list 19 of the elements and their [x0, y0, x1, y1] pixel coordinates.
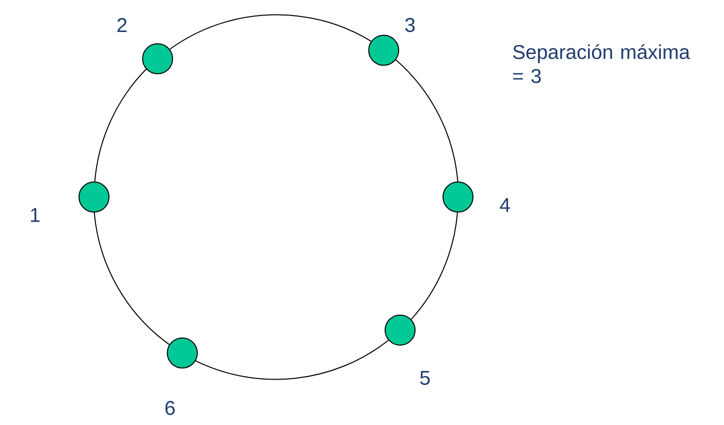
dot — [166, 337, 198, 368]
ring-arc — [194, 340, 389, 380]
point-number: 1 — [30, 208, 40, 222]
ring-arc — [94, 68, 148, 182]
ring-arc — [169, 14, 372, 50]
ring-arc — [410, 212, 458, 320]
dot — [384, 314, 416, 346]
point-number: 6 — [165, 400, 175, 416]
dot — [368, 34, 400, 66]
dot — [78, 182, 110, 212]
ring-arc — [395, 59, 458, 183]
point-number: 2 — [117, 18, 127, 32]
note: Separación máxima = 3 — [513, 44, 690, 84]
point-number: 5 — [420, 371, 430, 385]
point-number: 3 — [405, 18, 415, 32]
dot — [142, 43, 174, 74]
ring-arc — [94, 211, 170, 346]
point-number: 4 — [500, 198, 510, 212]
dot — [442, 182, 474, 212]
